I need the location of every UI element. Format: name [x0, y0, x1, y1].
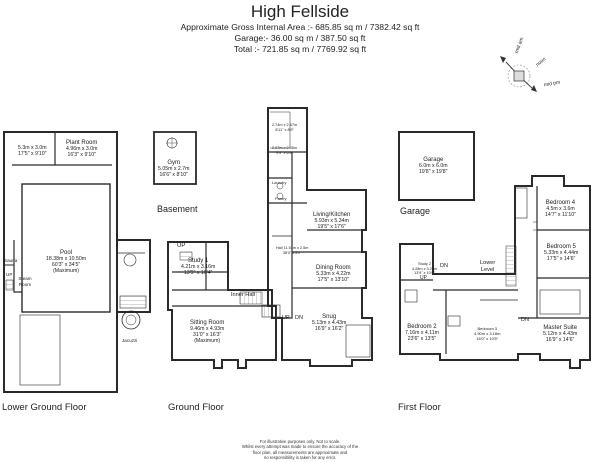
basement-plan [153, 131, 197, 185]
room-steam: Steam Room [18, 276, 32, 287]
ground-floor-plan [167, 107, 373, 369]
total-area: Total :- 721.85 sq m / 7769.92 sq ft [233, 44, 367, 54]
garage-plan [398, 131, 475, 201]
lower-ground-floor-plan [3, 131, 151, 393]
gross-area: Approximate Gross Internal Area :- 685.8… [180, 22, 420, 32]
first-floor-plan [399, 175, 591, 369]
label-ground-floor: Ground Floor [168, 402, 224, 413]
label-lower-ground-floor: Lower Ground Floor [2, 402, 87, 413]
stair-up-g2: UP [282, 315, 290, 321]
page-title: High Fellside [250, 2, 350, 21]
label-first-floor: First Floor [398, 402, 441, 413]
garage-area: Garage:- 36.00 sq m / 387.50 sq ft [234, 33, 366, 43]
stair-dn-f1: DN [440, 263, 448, 269]
room-sauna: Sauna [4, 258, 18, 263]
room-laundry: Laundry [272, 180, 287, 185]
room-pantry: Pantry [275, 196, 287, 201]
label-basement: Basement [157, 204, 198, 214]
stair-up-lg: UP [6, 272, 13, 277]
label-garage: Garage [400, 206, 431, 216]
stair-dn-g2: DN [295, 315, 303, 321]
stair-up-g1: UP [177, 243, 186, 249]
disclaimer: For illustrative purposes only. Not to s… [241, 439, 359, 461]
compass-icon [500, 56, 537, 92]
stair-up-f1: UP [420, 275, 427, 281]
room-inner-hall: Inner Hall [231, 292, 255, 298]
stair-dn-f2: DN [521, 317, 529, 323]
room-jacuzzi: Jacuzzi [122, 338, 138, 343]
